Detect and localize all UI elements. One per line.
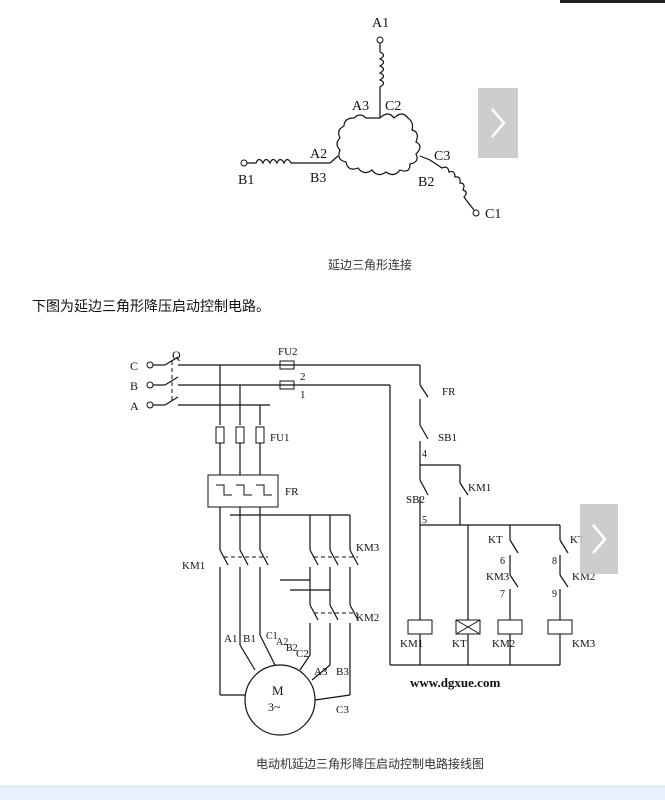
sb1-label: SB1	[438, 432, 457, 444]
km3-main-label: KM3	[356, 542, 380, 554]
motor-term-c2: C2	[296, 648, 309, 660]
terminal-c2: C2	[385, 99, 401, 114]
node-5-label: 5	[422, 515, 427, 526]
bottom-bar	[0, 786, 665, 800]
node-2-label: 2	[300, 371, 306, 383]
km2-nc-label: KM2	[572, 571, 595, 583]
motor-term-c3: C3	[336, 704, 349, 716]
node-1-label: 1	[300, 389, 306, 401]
fu1-label: FU1	[270, 432, 290, 444]
circuit-figure-caption: 电动机延边三角形降压启动控制电路接线图	[255, 757, 484, 771]
motor-phase-label: 3~	[268, 700, 281, 714]
terminal-b2: B2	[418, 175, 434, 190]
motor-term-a2: A2	[276, 637, 288, 648]
kt-nc-label: KT	[488, 534, 503, 546]
next-image-button[interactable]	[478, 88, 518, 158]
motor-term-b3: B3	[336, 666, 349, 678]
coil-km3-label: KM3	[572, 638, 596, 650]
motor-term-b1: B1	[243, 633, 256, 645]
sb2-label: SB2	[406, 494, 425, 506]
terminal-a2: A2	[310, 147, 327, 162]
km3-nc-label: KM3	[486, 571, 510, 583]
km2-main-label: KM2	[356, 612, 379, 624]
switch-q-label: Q	[172, 348, 181, 362]
thermal-relay-label: FR	[285, 486, 299, 498]
motor-term-a1: A1	[224, 633, 237, 645]
node-9-label: 9	[552, 589, 557, 600]
chevron-right-icon	[592, 524, 607, 554]
motor-label: M	[272, 683, 284, 698]
terminal-b1: B1	[238, 173, 254, 188]
intro-paragraph: 下图为延边三角形降压启动控制电路。	[32, 299, 270, 315]
terminal-b3: B3	[310, 171, 326, 186]
phase-c-label: C	[130, 359, 138, 373]
terminal-c1: C1	[485, 207, 501, 222]
fr-contact-label: FR	[442, 386, 456, 398]
next-image-button-2[interactable]	[580, 504, 618, 574]
terminal-a1: A1	[372, 16, 389, 31]
km1-main-label: KM1	[182, 560, 205, 572]
chevron-right-icon	[491, 108, 506, 138]
motor-term-b2: B2	[286, 643, 298, 654]
km1-aux-label: KM1	[468, 482, 491, 494]
coil-kt-label: KT	[452, 638, 467, 650]
phase-a-label: A	[130, 399, 139, 413]
node-8-label: 8	[552, 556, 557, 567]
motor-term-c1: C1	[266, 631, 278, 642]
extended-delta-winding-diagram: A1 A3 C2 A2 B3 C3 B2 B1 C1	[238, 16, 501, 222]
node-6-label: 6	[500, 556, 505, 567]
terminal-a3: A3	[352, 99, 369, 114]
phase-b-label: B	[130, 379, 138, 393]
fu2-label: FU2	[278, 346, 298, 358]
node-4-label: 4	[422, 449, 427, 460]
coil-km1-label: KM1	[400, 638, 423, 650]
top-figure-caption: 延边三角形连接	[327, 258, 412, 272]
top-dark-bar	[560, 0, 665, 3]
node-7-label: 7	[500, 589, 505, 600]
coil-km2-label: KM2	[492, 638, 515, 650]
control-circuit-diagram: C B A Q FU2 2 1 FU1 FR KM1 KM3 KM2 M 3~ …	[130, 346, 596, 736]
terminal-c3: C3	[434, 149, 450, 164]
watermark-text: www.dgxue.com	[410, 675, 500, 690]
